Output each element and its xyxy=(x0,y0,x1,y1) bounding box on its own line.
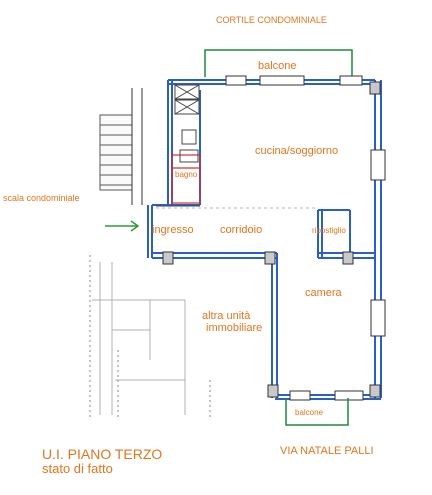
bathroom-walls xyxy=(171,154,201,204)
bagno-label: bagno xyxy=(175,170,198,179)
title-line2: stato di fatto xyxy=(42,461,113,476)
title-line1: U.I. PIANO TERZO xyxy=(42,446,163,462)
altra-unita-label: altra unità xyxy=(202,310,251,322)
staircase xyxy=(99,88,143,205)
scala-label: scala condominiale xyxy=(3,193,80,203)
cucina-label: cucina/soggiorno xyxy=(255,145,339,157)
immobiliare-label: immobiliare xyxy=(206,322,263,334)
fixtures xyxy=(156,84,315,209)
corridoio-label: corridoio xyxy=(220,224,263,236)
old-plan-lines xyxy=(92,262,186,415)
old-plan-dashes xyxy=(89,255,211,420)
balcony-bottom-outline xyxy=(285,398,349,426)
cortile-label: CORTILE CONDOMINIALE xyxy=(216,15,327,25)
ingresso-label: ingresso xyxy=(152,224,194,236)
pillars xyxy=(162,81,381,398)
balcony-top-outline xyxy=(204,49,353,77)
balcone-top-label: balcone xyxy=(258,60,297,72)
balcone-bottom-label: balcone xyxy=(295,408,324,417)
ripostiglio-label: ripostiglio xyxy=(312,226,346,235)
entrance-arrow xyxy=(105,220,140,232)
camera-label: camera xyxy=(305,287,342,299)
windows xyxy=(225,75,386,401)
via-label: VIA NATALE PALLI xyxy=(280,445,374,457)
apartment-walls xyxy=(147,79,382,400)
